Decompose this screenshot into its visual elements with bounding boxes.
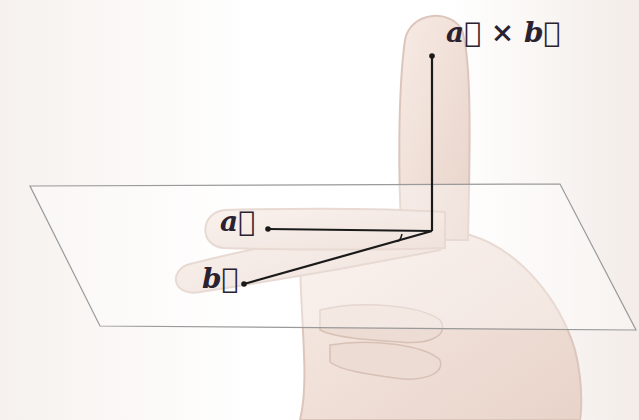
folded-finger (330, 342, 441, 379)
vector-lines (244, 56, 432, 284)
plane (30, 184, 636, 330)
vector-a-label: a⃗ (218, 205, 257, 239)
vector-b-label: b⃗ (200, 262, 240, 296)
vector-tips (241, 53, 435, 287)
cross-product-label: a⃗ × b⃗ (444, 16, 562, 50)
